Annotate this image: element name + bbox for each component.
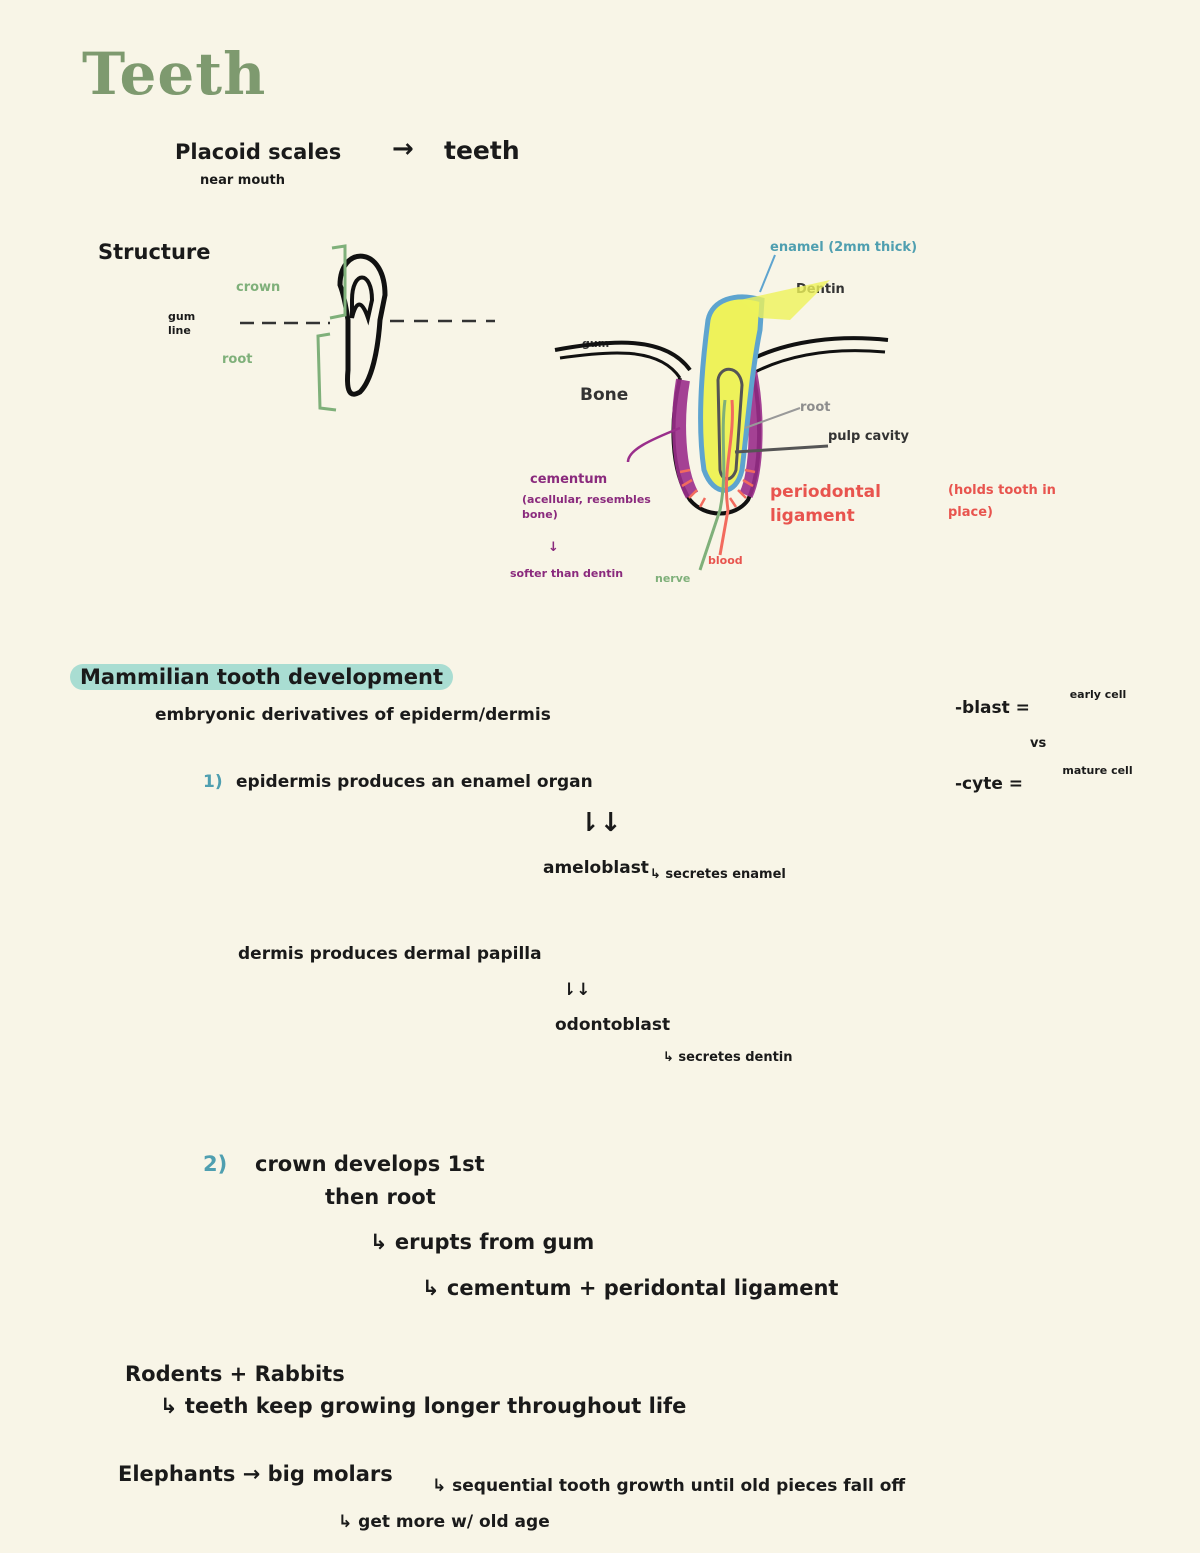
step1-text: epidermis produces an enamel organ bbox=[236, 772, 593, 792]
dermis-text: dermis produces dermal papilla bbox=[238, 944, 542, 964]
cementum-pl-text: ↳ cementum + peridontal ligament bbox=[422, 1276, 839, 1300]
odontoblast-secretes: ↳ secretes dentin bbox=[663, 1050, 793, 1065]
development-heading: Mammilian tooth development bbox=[70, 664, 454, 690]
ameloblast-secretes: ↳ secretes enamel bbox=[650, 867, 786, 882]
elephants-detail2: ↳ get more w/ old age bbox=[338, 1512, 550, 1532]
elephants-detail1: ↳ sequential tooth growth until old piec… bbox=[432, 1476, 906, 1496]
placoid-sub: near mouth bbox=[200, 173, 285, 188]
step2-crown: crown develops 1st bbox=[255, 1152, 485, 1176]
step1b-arrow: ⇂↓ bbox=[562, 980, 591, 1000]
periodontal-label: periodontal ligament bbox=[770, 482, 881, 526]
holds-label: (holds tooth in place) bbox=[948, 483, 1056, 520]
blast-def: early cell bbox=[1069, 688, 1127, 701]
crown-label: crown bbox=[236, 280, 281, 295]
erupts-text: ↳ erupts from gum bbox=[370, 1230, 595, 1254]
cementum-note: (acellular, resembles bone) bbox=[522, 493, 651, 521]
structure-heading: Structure bbox=[98, 240, 211, 264]
cyte-def: mature cell bbox=[1062, 764, 1133, 777]
development-intro: embryonic derivatives of epiderm/dermis bbox=[155, 705, 551, 725]
vs-label: vs bbox=[1030, 736, 1047, 751]
rodents-heading: Rodents + Rabbits bbox=[125, 1362, 345, 1386]
step1-number: 1) bbox=[203, 772, 223, 792]
page-title: Teeth bbox=[82, 40, 267, 108]
gum-line-label: gum line bbox=[168, 310, 196, 337]
placoid-teeth: teeth bbox=[444, 136, 520, 165]
ameloblast: ameloblast bbox=[543, 858, 649, 878]
elephants-heading: Elephants → big molars bbox=[118, 1462, 393, 1486]
cross-section-diagram bbox=[554, 254, 889, 571]
placoid-arrow: → bbox=[392, 134, 414, 164]
odontoblast: odontoblast bbox=[555, 1015, 671, 1035]
blast-label: -blast = bbox=[955, 698, 1030, 718]
ruled-lines bbox=[55, 0, 1145, 1553]
root-label: root bbox=[222, 352, 253, 367]
enamel-label: enamel (2mm thick) bbox=[770, 240, 918, 255]
structure-tooth-sketch bbox=[240, 244, 495, 412]
cyte-label: -cyte = bbox=[955, 774, 1024, 794]
rodents-detail: ↳ teeth keep growing longer throughout l… bbox=[160, 1394, 687, 1418]
blood-label: blood bbox=[708, 554, 743, 567]
step1-arrow: ⇂↓ bbox=[578, 808, 622, 838]
bone-label: Bone bbox=[580, 385, 629, 405]
step2-root: then root bbox=[325, 1185, 436, 1209]
softer-label: softer than dentin bbox=[510, 567, 624, 580]
cementum-arrow: ↓ bbox=[548, 540, 559, 555]
placoid-text: Placoid scales bbox=[175, 140, 342, 164]
root-diagram-label: root bbox=[800, 400, 831, 415]
step2-number: 2) bbox=[203, 1152, 228, 1176]
pulp-cavity-label: pulp cavity bbox=[828, 429, 909, 444]
cementum-label: cementum bbox=[530, 472, 608, 487]
nerve-label: nerve bbox=[655, 572, 691, 585]
